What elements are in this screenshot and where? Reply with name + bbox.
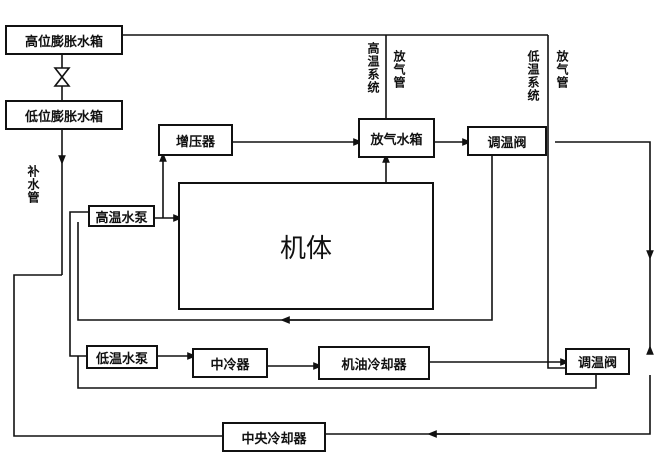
temp-valve-bottom: 调温阀: [565, 348, 630, 375]
low-expansion-tank: 低位膨胀水箱: [5, 100, 123, 130]
temp-valve-top: 调温阀: [467, 126, 547, 156]
high-temp-system-label: 高温系统: [366, 42, 380, 94]
lt-pump-feed: [69, 222, 86, 357]
high-temp-pump: 高温水泵: [88, 205, 155, 227]
low-temp-system-label: 低温系统: [526, 50, 540, 102]
oil-cooler: 机油冷却器: [318, 346, 430, 380]
lt-bottom-return: [77, 356, 597, 389]
intercooler: 中冷器: [192, 348, 268, 378]
cooler-return-line: [326, 375, 651, 435]
central-cooler: 中央冷却器: [222, 422, 326, 452]
left-return-loop: [13, 274, 222, 437]
engine-block: 机体: [178, 182, 434, 310]
vent-tank: 放气水箱: [358, 118, 435, 158]
high-expansion-tank: 高位膨胀水箱: [5, 25, 123, 55]
right-side-line: [555, 141, 654, 355]
low-temp-pump: 低温水泵: [86, 345, 158, 369]
ht-pump-feed: [69, 211, 88, 222]
makeup-pipe-label: 补水管: [26, 165, 40, 204]
supercharger: 增压器: [158, 124, 233, 156]
vent-pipe-label-2: 放气管: [555, 50, 569, 89]
valve-icon: [53, 67, 71, 87]
vent-pipe-label-1: 放气管: [392, 50, 406, 89]
